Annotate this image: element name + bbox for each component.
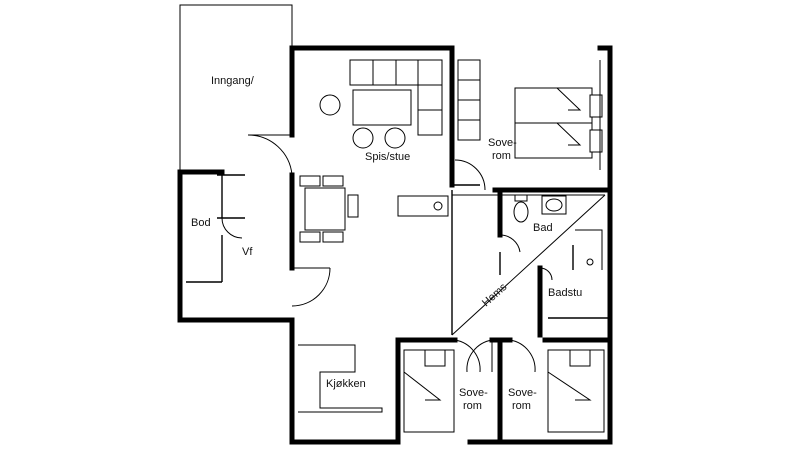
lounge-chairs xyxy=(352,127,406,149)
room-label-soverom-2a: Sove- xyxy=(459,387,488,399)
outer-walls xyxy=(177,45,613,445)
dining-table xyxy=(299,175,359,243)
shower xyxy=(575,229,603,270)
kitchen-counter xyxy=(298,344,383,413)
armchair xyxy=(319,94,341,116)
sofa xyxy=(349,59,443,136)
single-bed-2 xyxy=(403,349,455,433)
room-label-soverom-1a: Sove- xyxy=(488,137,517,149)
entrance-area xyxy=(179,4,293,172)
room-label-vf: Vf xyxy=(242,246,253,258)
room-label-soverom-3a: Sove- xyxy=(508,387,537,399)
fireplace xyxy=(397,195,449,217)
room-label-soverom-3b: rom xyxy=(512,400,531,412)
double-bed xyxy=(514,60,603,170)
hems-diagonal xyxy=(451,194,606,336)
room-label-soverom-2b: rom xyxy=(463,400,482,412)
room-label-hems: Hems xyxy=(480,281,510,309)
doors xyxy=(221,134,553,373)
wardrobe xyxy=(457,59,481,141)
room-label-inngang: Inngang/ xyxy=(211,75,255,87)
room-label-bad: Bad xyxy=(533,222,553,234)
sink xyxy=(541,195,567,215)
room-label-bod: Bod xyxy=(191,217,211,229)
interior-walls xyxy=(186,45,613,445)
room-label-badstu: Badstu xyxy=(548,287,582,299)
room-label-kjokken: Kjøkken xyxy=(326,378,366,390)
coffee-table xyxy=(352,89,412,126)
single-bed-3 xyxy=(547,349,605,433)
room-label-spisstue: Spis/stue xyxy=(365,151,410,163)
toilet xyxy=(513,194,529,223)
room-label-soverom-1b: rom xyxy=(492,150,511,162)
